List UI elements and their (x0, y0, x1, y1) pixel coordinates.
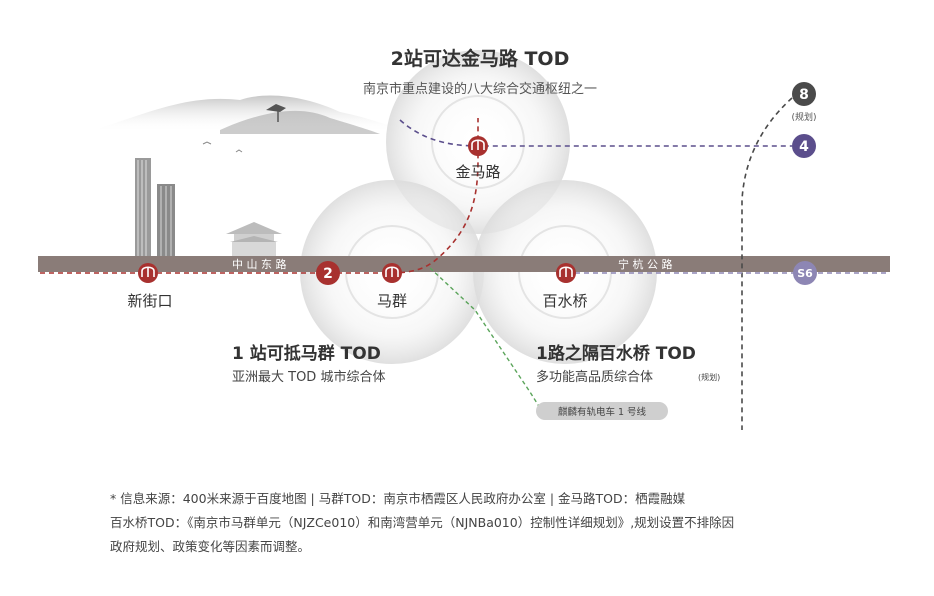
line-8-badge: 8 (792, 82, 816, 106)
svg-text:2: 2 (323, 266, 333, 282)
baishui-tod-note: (规划) (698, 372, 720, 382)
line-s6-badge: S6 (793, 261, 817, 285)
footnote-line-1: * 信息来源：400米来源于百度地图 | 马群TOD：南京市栖霞区人民政府办公室… (110, 491, 686, 506)
line-2-badge: 2 (316, 261, 340, 285)
metro-logo-icon-jinmalu (468, 136, 488, 156)
svg-text:S6: S6 (797, 267, 813, 280)
svg-text:4: 4 (799, 139, 809, 155)
road-label-ninghang: 宁 杭 公 路 (618, 257, 673, 271)
footnote-line-3: 政府规划、政策变化等因素而调整。 (110, 539, 311, 554)
header-title: 2站可达金马路 TOD (391, 47, 570, 70)
maqun-tod-subtitle: 亚洲最大 TOD 城市综合体 (232, 369, 385, 385)
baishui-tod-title: 1路之隔百水桥 TOD (536, 343, 696, 364)
buffer-circles (300, 50, 657, 364)
svg-text:8: 8 (799, 87, 809, 103)
line-4-badge: 4 (792, 134, 816, 158)
gate-tower-icon (226, 222, 282, 256)
main-road (38, 256, 890, 272)
metro-logo-icon-baishuiqiao (556, 263, 576, 283)
station-label-jinmalu: 金马路 (455, 163, 500, 181)
metro-line-8 (741, 97, 793, 430)
svg-text:麒麟有轨电车 1 号线: 麒麟有轨电车 1 号线 (558, 406, 647, 418)
footnote: * 信息来源：400米来源于百度地图 | 马群TOD：南京市栖霞区人民政府办公室… (110, 487, 870, 559)
header-subtitle: 南京市重点建设的八大综合交通枢纽之一 (363, 81, 597, 97)
bird-icons (202, 141, 243, 153)
transit-map: 中 山 东 路 宁 杭 公 路 2 8 (规划) 4 S6 (38, 47, 890, 430)
station-label-xinjiekou: 新街口 (127, 292, 172, 310)
station-label-maqun: 马群 (377, 292, 407, 310)
baishui-tod-subtitle: 多功能高品质综合体 (536, 369, 653, 385)
road-label-zhongshan: 中 山 东 路 (232, 258, 287, 271)
station-label-baishuiqiao: 百水桥 (542, 292, 587, 310)
metro-logo-icon-maqun (382, 263, 402, 283)
footnote-line-2: 百水桥TOD：《南京市马群单元（NJZCe010）和南湾营单元（NJNBa010… (110, 515, 735, 530)
metro-line-2 (40, 118, 479, 274)
line-8-planned-note: (规划) (791, 111, 816, 123)
skyscraper-icons (135, 158, 175, 258)
tram-line-1 (429, 267, 541, 409)
tram-line-label: 麒麟有轨电车 1 号线 (536, 402, 668, 420)
mountain-scenery (100, 95, 410, 134)
metro-logo-icon-xinjiekou (138, 263, 158, 283)
maqun-tod-title: 1 站可抵马群 TOD (232, 343, 381, 364)
